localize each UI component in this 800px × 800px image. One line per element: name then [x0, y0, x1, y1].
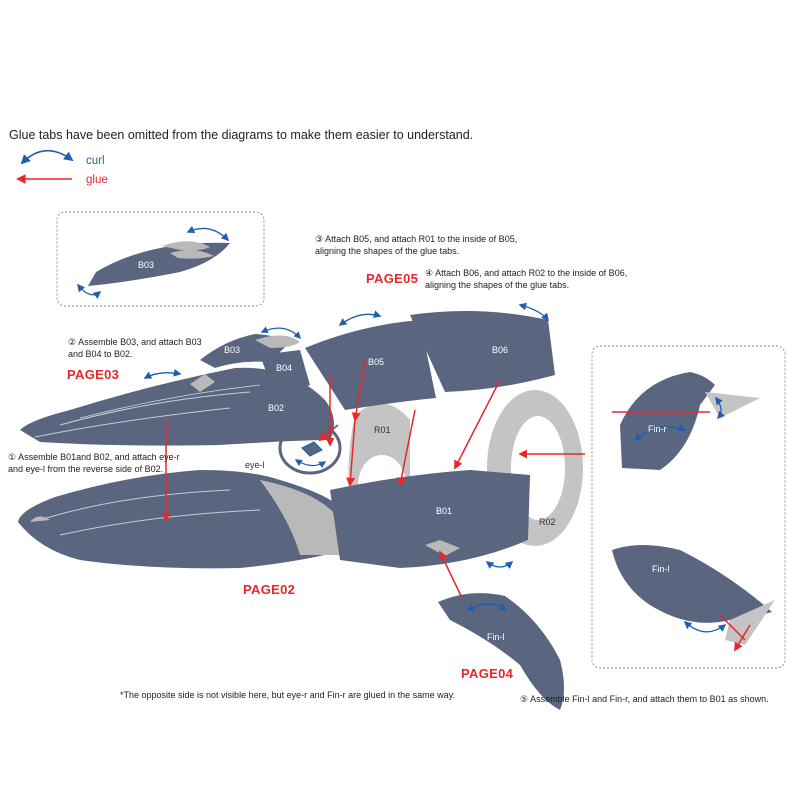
b02-part: [20, 367, 334, 446]
step-3-line-2: aligning the shapes of the glue tabs.: [315, 246, 460, 256]
glue-arrow-eye: [318, 424, 339, 442]
step-2-text: ② Assemble B03, and attach B03 and B04 t…: [68, 336, 202, 360]
part-label-b02: B02: [268, 403, 285, 413]
step-4-line-1: ④ Attach B06, and attach R02 to the insi…: [425, 268, 628, 278]
part-label-r01: R01: [374, 425, 391, 435]
part-label-b03: B03: [224, 345, 241, 355]
inset-panel-fins: [591, 345, 786, 669]
page-label-05: PAGE05: [366, 271, 419, 286]
fin-r-inset-part: [620, 372, 760, 470]
curl-legend-icon: [20, 149, 74, 165]
step-5-text: ⑤ Assemble Fin-l and Fin-r, and attach t…: [520, 694, 769, 704]
part-label-b04: B04: [276, 363, 293, 373]
glue-arrows: [161, 359, 751, 652]
step-2-line-2: and B04 to B02.: [68, 349, 133, 359]
inset-panel-b03: [56, 211, 265, 307]
part-label-b03-inset: B03: [138, 260, 155, 270]
legend-curl-label: curl: [86, 155, 105, 167]
step-1-line-1: ① Assemble B01and B02, and attach eye-r: [8, 452, 180, 462]
b06-part: [410, 302, 555, 392]
b03-b04-part: [200, 326, 310, 390]
legend-glue-label: glue: [86, 174, 108, 186]
instructions-note: Glue tabs have been omitted from the dia…: [9, 128, 474, 142]
part-label-fin-l-inset: Fin-l: [652, 564, 670, 574]
fin-l-part: [438, 593, 564, 710]
step-2-line-1: ② Assemble B03, and attach B03: [68, 337, 202, 347]
eye-l-part: [278, 421, 342, 475]
step-4-line-2: aligning the shapes of the glue tabs.: [425, 280, 570, 290]
curl-arrow-b02-tip: [143, 368, 182, 379]
step-3-text: ③ Attach B05, and attach R01 to the insi…: [315, 233, 517, 257]
step-1-text: ① Assemble B01and B02, and attach eye-r …: [8, 451, 180, 475]
part-label-fin-r-inset: Fin-r: [648, 424, 667, 434]
part-label-r02: R02: [539, 517, 556, 527]
page-label-03: PAGE03: [67, 367, 120, 382]
b05-part: [305, 310, 436, 410]
step-4-text: ④ Attach B06, and attach R02 to the insi…: [425, 267, 627, 291]
page-label-04: PAGE04: [461, 666, 514, 681]
part-label-fin-l: Fin-l: [487, 632, 505, 642]
part-label-eye-l: eye-l: [245, 460, 265, 470]
page-label-02: PAGE02: [243, 582, 296, 597]
fin-l-inset-part: [612, 545, 775, 645]
step-3-line-1: ③ Attach B05, and attach R01 to the insi…: [315, 234, 518, 244]
footnote: *The opposite side is not visible here, …: [120, 690, 456, 700]
step-1-line-2: and eye-l from the reverse side of B02.: [8, 464, 164, 474]
part-label-b05: B05: [368, 357, 385, 367]
part-label-b06: B06: [492, 345, 509, 355]
part-label-b01: B01: [436, 506, 453, 516]
b01-part: [18, 470, 530, 569]
inset-b03-part: [77, 225, 230, 299]
